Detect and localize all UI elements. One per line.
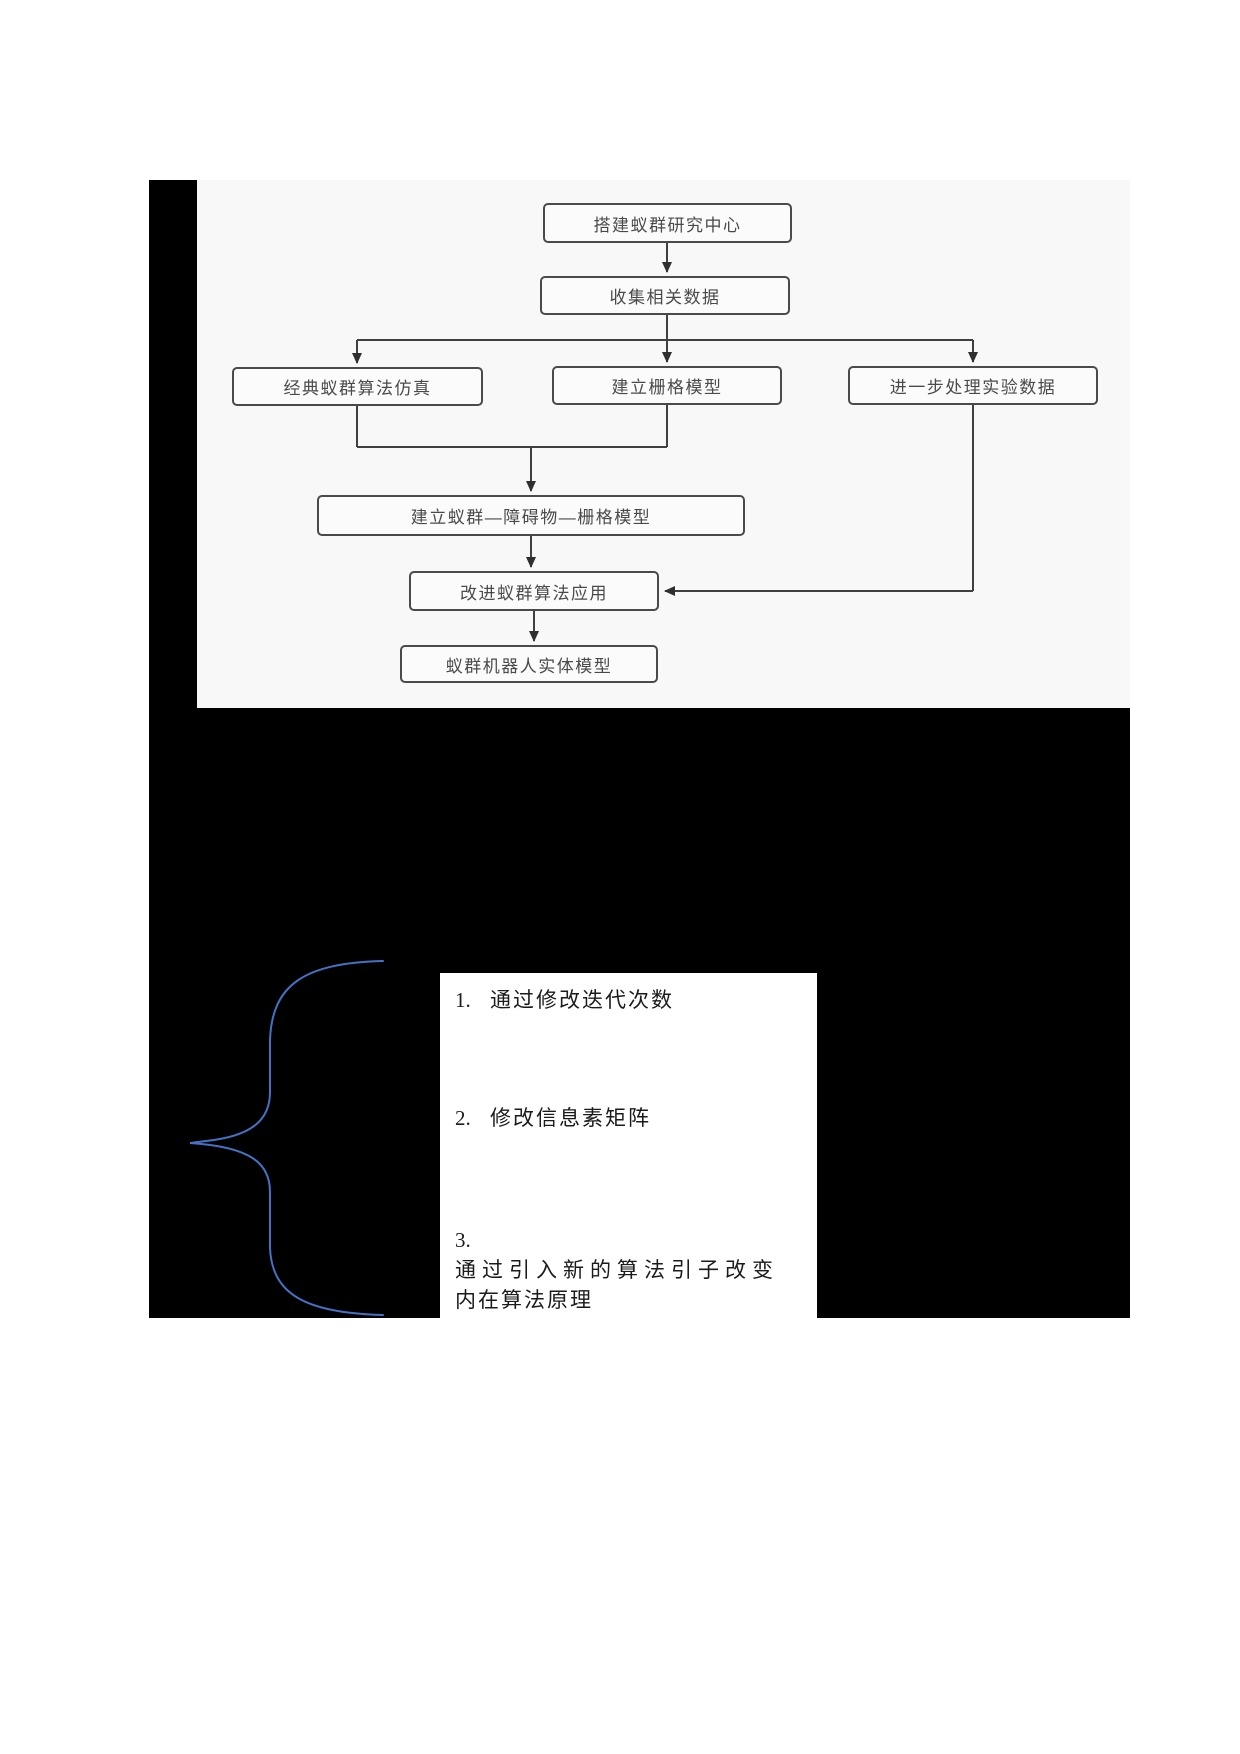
list-item-text-line1: 通过引入新的算法引子改变 [455,1258,779,1282]
flowchart-node-colony-obstacle-grid-model: 建立蚁群—障碍物—栅格模型 [317,495,745,536]
flowchart-node-robot-entity-model: 蚁群机器人实体模型 [400,645,658,683]
list-item: 2. 修改信息素矩阵 [455,1103,809,1133]
flowchart-node-classic-simulation: 经典蚁群算法仿真 [232,367,483,406]
list-item-number: 3. [455,1228,471,1252]
node-label: 改进蚁群算法应用 [460,583,608,603]
node-label: 经典蚁群算法仿真 [283,379,432,398]
node-label: 进一步处理实验数据 [889,378,1057,397]
flowchart-node-improved-algorithm-application: 改进蚁群算法应用 [409,571,659,611]
flowchart-node-build-research-center: 搭建蚁群研究中心 [543,203,792,243]
list-item-text: 修改信息素矩阵 [490,1106,651,1130]
node-label: 蚁群机器人实体模型 [445,656,613,676]
flowchart-panel [197,180,1130,708]
node-label: 建立栅格模型 [611,378,723,397]
node-label: 搭建蚁群研究中心 [593,215,742,235]
list-item-number: 1. [455,988,471,1012]
list-item: 3. 通过引入新的算法引子改变 内在算法原理 [455,1225,809,1315]
list-item-number: 2. [455,1106,471,1130]
node-label: 建立蚁群—障碍物—栅格模型 [410,508,652,527]
list-item-text: 通过修改迭代次数 [490,988,674,1012]
list-item-text-line2: 内在算法原理 [455,1288,593,1312]
flowchart-node-process-experiment-data: 进一步处理实验数据 [848,366,1098,405]
node-label: 收集相关数据 [609,288,721,307]
notes-panel: 1. 通过修改迭代次数 2. 修改信息素矩阵 3. 通过引入新的算法引子改变 内在算法… [440,973,817,1318]
flowchart-node-collect-data: 收集相关数据 [540,276,790,315]
flowchart-node-grid-model: 建立栅格模型 [552,366,782,405]
list-item: 1. 通过修改迭代次数 [455,985,809,1015]
